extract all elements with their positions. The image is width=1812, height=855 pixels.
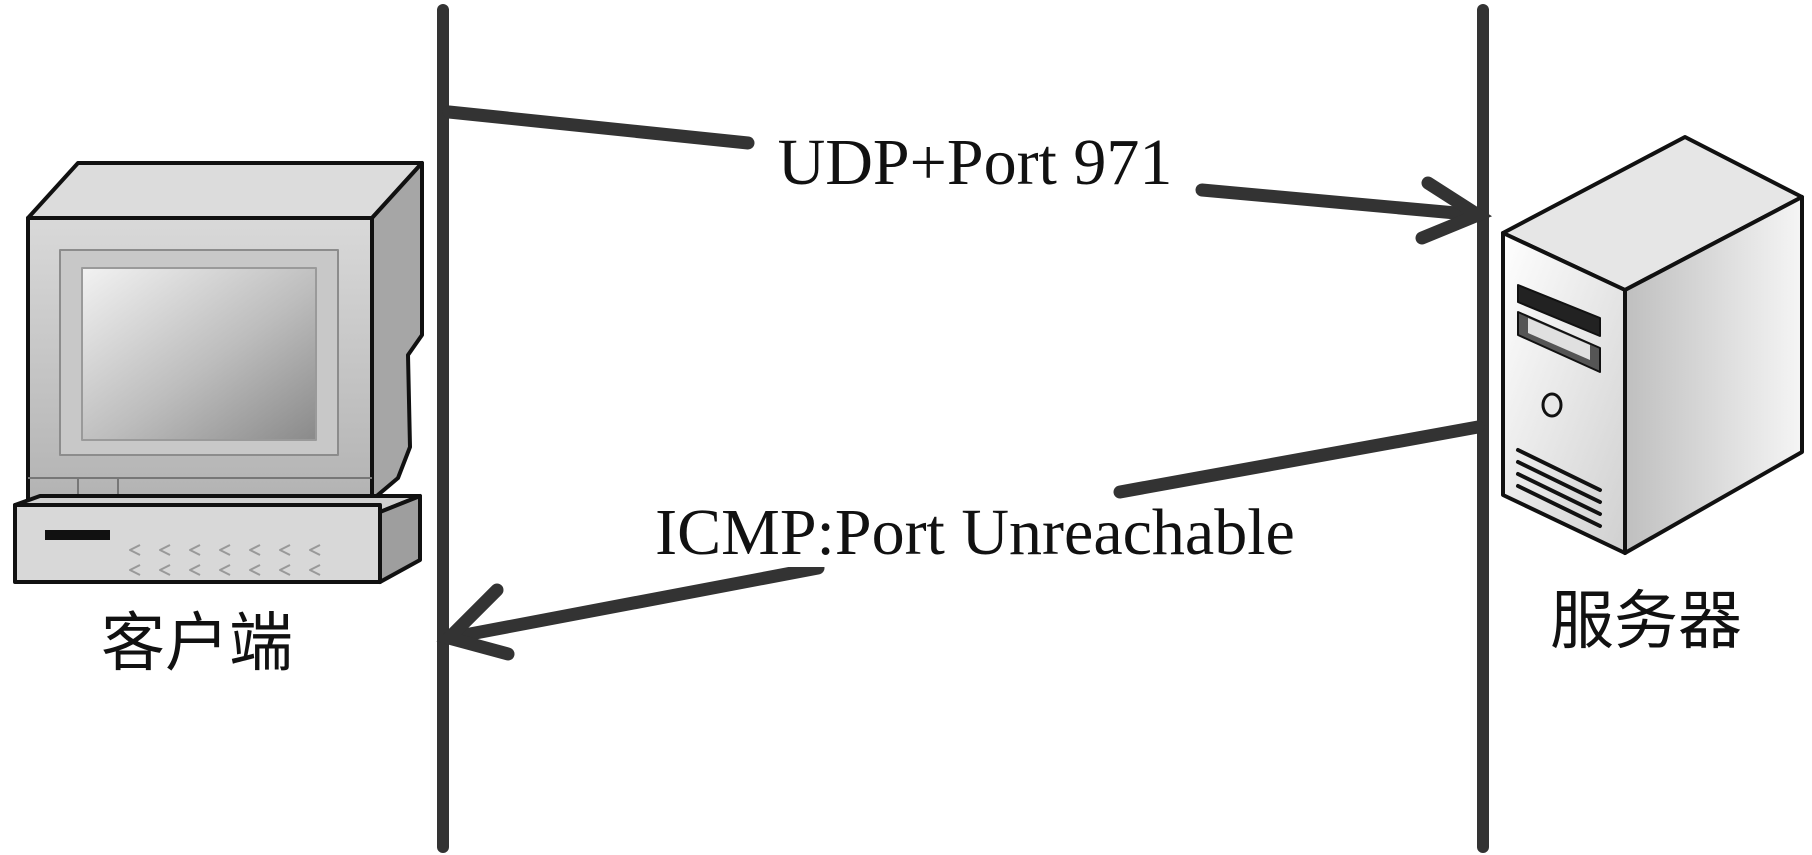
client-label: 客户端 xyxy=(101,608,293,679)
request-arrow xyxy=(442,105,1493,245)
response-label: ICMP:Port Unreachable xyxy=(655,496,1295,569)
response-arrow xyxy=(436,420,1485,661)
server-label: 服务器 xyxy=(1550,586,1742,657)
tower-server-icon xyxy=(1501,135,1804,555)
request-label: UDP+Port 971 xyxy=(778,126,1173,199)
label-background xyxy=(771,130,1179,197)
desktop-computer-icon xyxy=(13,161,424,584)
label-background xyxy=(649,500,1301,567)
